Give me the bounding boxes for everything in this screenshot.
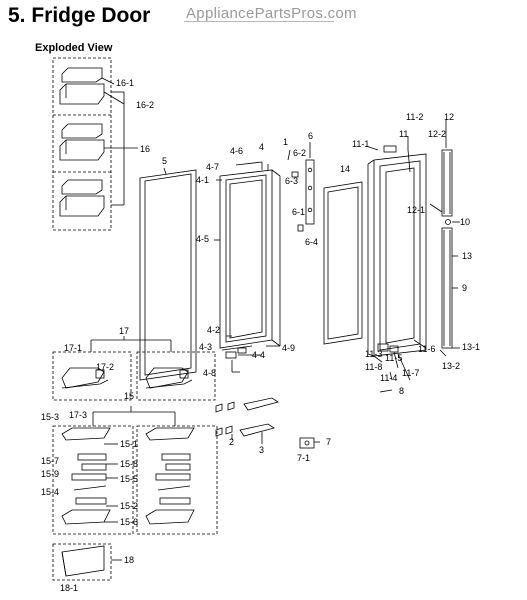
callout-label: 17	[119, 326, 129, 336]
callout-label: 6-4	[305, 237, 318, 247]
callout-label: 15-5	[120, 474, 138, 484]
callout-label: 3	[259, 445, 264, 455]
door-cap-13	[441, 227, 458, 349]
callout-label: 9	[462, 283, 467, 293]
callout-label: 17-3	[69, 410, 87, 420]
callout-labels: 16-1 16-2 16 5 4-6 4 1 6 6-2 4-7 4-1 6-3…	[41, 78, 480, 593]
callout-label: 12-2	[428, 129, 446, 139]
callout-label: 11-2	[406, 112, 423, 122]
callout-label: 6	[308, 131, 313, 141]
hinge-parts-2-3	[215, 397, 279, 444]
door-bin-part	[59, 179, 105, 217]
callout-label: 4-5	[196, 234, 209, 244]
callout-label: 10	[460, 217, 470, 227]
callout-label: 14	[340, 164, 350, 174]
callout-label: 11-4	[380, 373, 397, 383]
callout-label: 2	[229, 437, 234, 447]
callout-label: 11-7	[402, 368, 419, 378]
callout-label: 15-8	[120, 459, 138, 469]
callout-label: 16-2	[136, 100, 154, 110]
callout-label: 15-2	[120, 501, 138, 511]
callout-label: 6-1	[292, 207, 305, 217]
screw-8	[379, 389, 393, 393]
callout-label: 4-7	[206, 162, 219, 172]
callout-label: 4-9	[282, 343, 295, 353]
watermark-text: AppliancePartsPros.com	[186, 5, 357, 22]
door-gasket-14	[323, 181, 363, 345]
callout-label: 15-6	[120, 517, 138, 527]
callout-label: 12-1	[407, 205, 425, 215]
door-panel-5	[139, 167, 197, 381]
callout-label: 13	[462, 251, 472, 261]
callout-label: 11-5	[385, 353, 402, 363]
callout-label: 15	[124, 391, 134, 401]
part-7	[299, 437, 320, 449]
callout-label: 11-8	[365, 362, 382, 372]
callout-label: 15-9	[41, 469, 59, 479]
callout-label: 17-1	[64, 343, 82, 353]
callout-label: 6-3	[285, 176, 298, 186]
callout-label: 11-6	[418, 344, 435, 354]
callout-label: 1	[283, 137, 288, 147]
callout-label: 17-2	[96, 362, 114, 372]
callout-label: 4-6	[230, 146, 243, 156]
callout-label: 13-2	[442, 361, 460, 371]
callout-label: 5	[162, 156, 167, 166]
callout-label: 15-1	[120, 439, 138, 449]
callout-label: 6-2	[293, 148, 306, 158]
callout-label: 11-3	[365, 349, 382, 359]
door-bin-part	[59, 123, 105, 161]
door-cap-12	[441, 149, 453, 225]
callout-label: 15-7	[41, 456, 59, 466]
callout-label: 11	[399, 129, 408, 139]
page-title: 5. Fridge Door	[8, 4, 151, 27]
callout-label: 8	[399, 386, 404, 396]
callout-label: 16-1	[116, 78, 134, 88]
callout-label: 11-1	[352, 139, 369, 149]
header-rule	[184, 21, 334, 22]
callout-label: 12	[444, 112, 454, 122]
callout-label: 16	[140, 144, 150, 154]
callout-label: 15-4	[41, 487, 59, 497]
callout-label: 18-1	[60, 583, 78, 593]
shelf-group-15	[52, 406, 218, 535]
callout-label: 4-8	[203, 368, 216, 378]
callout-label: 18	[124, 555, 134, 565]
section-subtitle: Exploded View	[35, 42, 113, 54]
callout-label: 4-1	[196, 175, 209, 185]
bin-group-18	[52, 543, 122, 581]
callout-label: 4-3	[199, 342, 212, 352]
door-liner-11	[367, 145, 427, 357]
callout-label: 4-2	[207, 325, 220, 335]
door-bin-part	[59, 67, 105, 105]
shelf-group-17	[52, 336, 216, 401]
bin-group-16	[52, 57, 138, 231]
callout-label: 4-4	[252, 350, 265, 360]
callout-label: 13-1	[462, 342, 480, 352]
hinge-part-6	[287, 142, 315, 232]
callout-label: 4	[259, 142, 264, 152]
callout-label: 7	[326, 437, 331, 447]
callout-label: 15-3	[41, 412, 59, 422]
callout-label: 7-1	[297, 453, 310, 463]
door-frame-4	[214, 161, 281, 372]
